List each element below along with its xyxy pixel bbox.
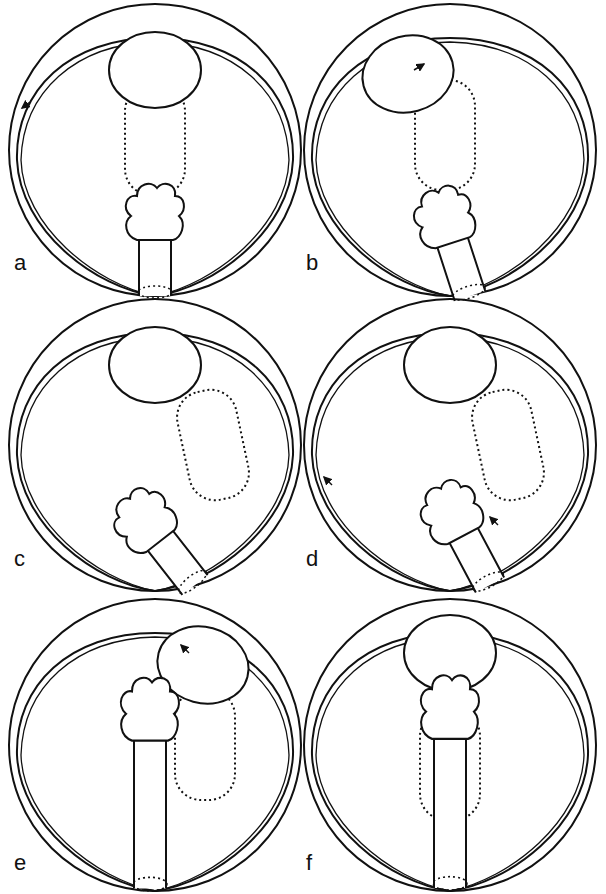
panel-letter: e [14, 852, 26, 874]
panel-letter: f [306, 852, 312, 874]
panel-letter: d [306, 548, 318, 570]
panel-letter: a [14, 252, 26, 274]
panel-letter: b [306, 252, 318, 274]
panel-letter: c [14, 548, 25, 570]
